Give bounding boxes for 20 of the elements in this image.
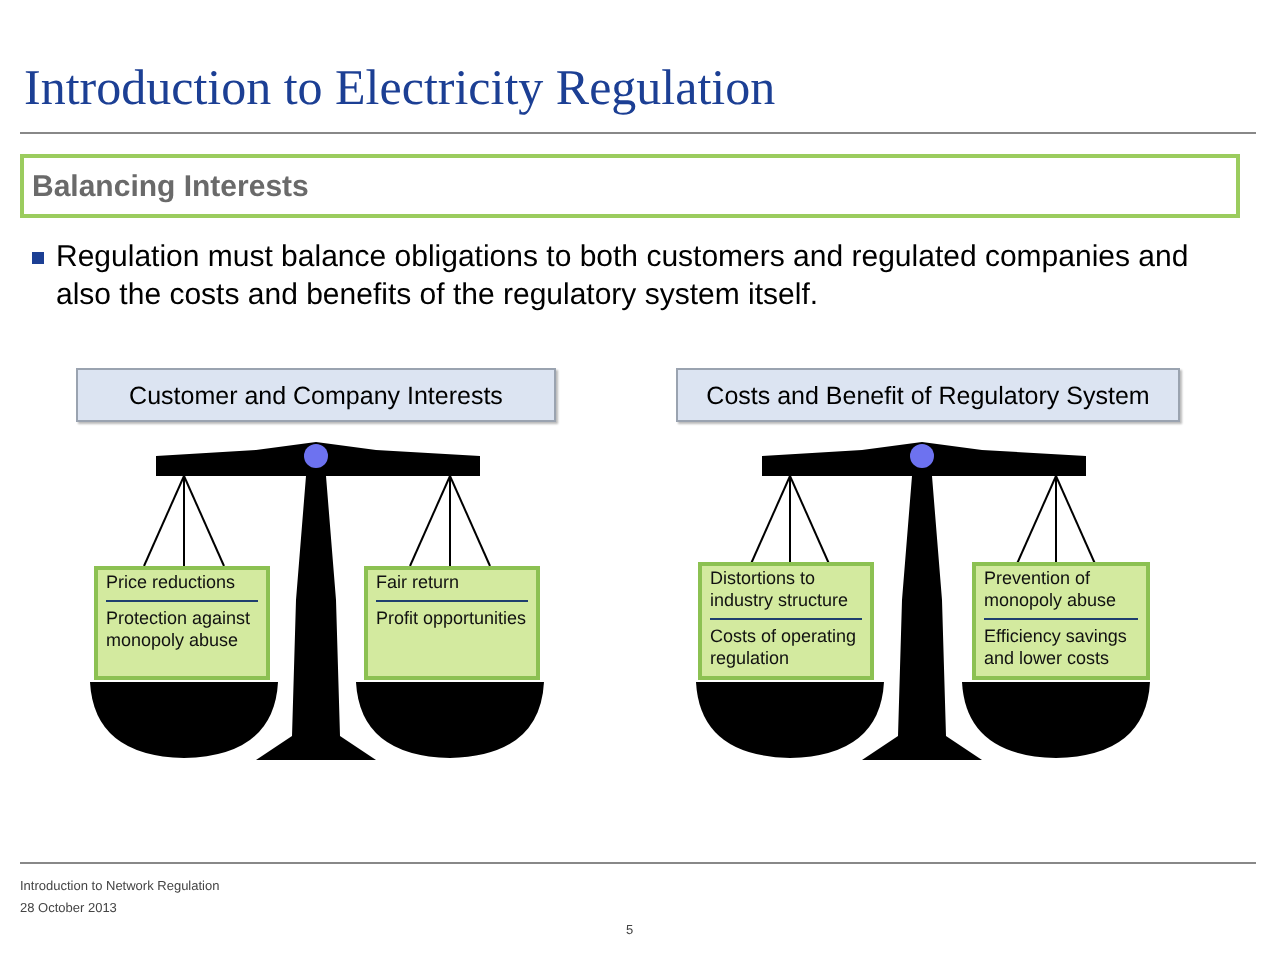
bullet-text: Regulation must balance obligations to both customers and regulated companies and also the costs and benefits of the regulatory system itself. [56, 238, 1191, 314]
section-heading-bar [20, 154, 1240, 218]
weight-card [972, 562, 1150, 680]
card-text: Costs of operating regulation [710, 626, 859, 670]
card-text: Fair return [376, 572, 528, 602]
card-text: Price reductions [106, 572, 258, 602]
weight-card [94, 566, 270, 680]
section-heading: Balancing Interests [32, 169, 309, 203]
weight-card [698, 562, 874, 680]
header-text: Customer and Company Interests [129, 381, 503, 409]
card-text: Protection against monopoly abuse [106, 608, 253, 652]
card-text: Distortions to industry structure [710, 568, 862, 620]
header-text: Costs and Benefit of Regulatory System [706, 381, 1150, 409]
weight-card [364, 566, 540, 680]
header-box [676, 368, 1180, 422]
card-text: Prevention of monopoly abuse [984, 568, 1138, 620]
card-text: Profit opportunities [376, 608, 528, 630]
card-text: Efficiency savings and lower costs [984, 626, 1129, 670]
header-box [76, 368, 556, 422]
page-title: Introduction to Electricity Regulation [24, 62, 776, 118]
